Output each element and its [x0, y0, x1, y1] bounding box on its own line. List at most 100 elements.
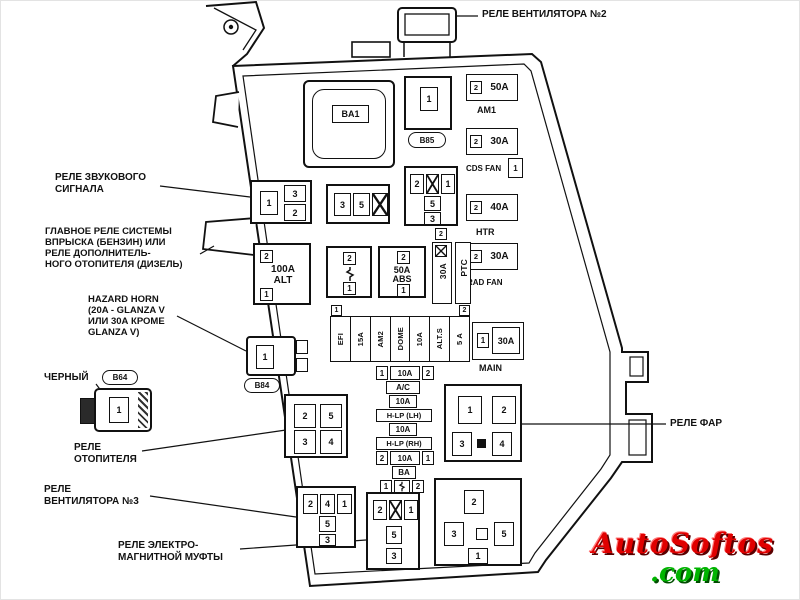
relay-horn: 1 3 2 [250, 180, 312, 224]
crossed-terminal-icon [426, 174, 439, 194]
relay-pin: 2 [284, 204, 306, 221]
relay-pin: 3 [284, 185, 306, 202]
pin-cell: 2 [470, 201, 482, 214]
hazard-connector-tab [296, 340, 308, 354]
fuse-am1-50a: 2 50A [466, 74, 518, 101]
fuse-slot-label: 5 A [455, 333, 465, 345]
relay-bottom-right: 2 3 5 1 [434, 478, 522, 566]
relay-pin: 2 [294, 404, 316, 428]
relay-pin: 3 [424, 212, 441, 225]
hazard-connector-tab [296, 358, 308, 372]
relay-hazard-horn: 1 [246, 336, 296, 376]
relay-pin: 3 [319, 534, 336, 546]
fuse-amp: 30A [492, 327, 520, 354]
pin-cell: 2 [470, 81, 482, 94]
fuse-slot-label: DOME [395, 327, 405, 351]
fuse-slot: 5 A [450, 317, 470, 361]
fuse-alt-100a: 2 100A ALT 1 [253, 243, 311, 305]
callout-fan2-label: РЕЛЕ ВЕНТИЛЯТОРА №2 [482, 9, 607, 20]
mounting-bracket [205, 0, 266, 67]
relay-headlamp: 1 2 3 4 [444, 384, 522, 462]
fuse-amp: 10A [389, 395, 417, 408]
relay-top: 1 [404, 76, 452, 130]
fuse-slot-label: 10A [415, 331, 425, 347]
fuse-amp: 10A [390, 451, 420, 465]
fuse-slot-label: ALT.S [435, 328, 445, 350]
fuse-amp: 10A [390, 366, 420, 380]
callout-line-heater [141, 429, 287, 452]
pin-cell: 1 [508, 158, 523, 178]
callout-line-hazard [176, 315, 247, 352]
fuse-abs-50a: 2 50A ABS 1 [378, 246, 426, 298]
relay-pin: 4 [320, 430, 342, 454]
fuse-amp: 100A [271, 264, 295, 275]
pin-cell: 2 [376, 451, 388, 465]
relay-pin: 5 [353, 193, 370, 216]
relay-injection: 3 5 [326, 184, 390, 224]
relay-pin: 1 [256, 345, 274, 369]
fuse-amp: 50A [393, 265, 411, 275]
fuse-name: A/C [386, 381, 420, 394]
relay-pin: 4 [320, 494, 335, 514]
relay-ba1-inner [312, 89, 386, 159]
pin-cell: 2 [343, 252, 356, 265]
fuse-slot: ALT.S [430, 317, 451, 361]
callout-horn-label: РЕЛЕ ЗВУКОВОГО СИГНАЛА [55, 172, 147, 195]
crossed-terminal-icon [435, 245, 447, 257]
relay-clutch: 2 1 5 3 [366, 492, 420, 570]
fuse-slot: 10A [410, 317, 431, 361]
fuse-ptc-label: PTC [455, 242, 471, 304]
black-connector: 1 [80, 386, 152, 434]
relay-pin: 3 [452, 432, 472, 456]
pin-cell: 2 [470, 250, 482, 263]
fuse-name: H-LP (RH) [376, 437, 432, 450]
top-connector [351, 7, 457, 58]
relay-pin: 5 [319, 516, 336, 532]
callout-line-injection [199, 245, 215, 255]
relay-center-terminal [476, 528, 488, 540]
fuse-main: 1 30A [472, 322, 524, 360]
relay-fan3: 2 4 1 5 3 [296, 486, 356, 548]
pin-cell: 2 [422, 366, 434, 380]
pin-cell: 1 [397, 284, 410, 297]
relay-pin: 3 [334, 193, 351, 216]
black-connector-pin: 1 [109, 397, 129, 423]
fuse-name: ALT [273, 275, 293, 286]
fuse-amp: 30A [490, 136, 509, 147]
fuse-amp: 10A [389, 423, 417, 436]
relay-pin: 1 [441, 174, 455, 194]
fuse-ptc-30a: 30A [432, 242, 452, 304]
relay-pin: 5 [494, 522, 514, 546]
fuse-30a-1: 2 30A [466, 128, 518, 155]
fuse-amp: 50A [490, 82, 509, 93]
fuse-label-main: MAIN [479, 363, 502, 373]
callout-heater-label: РЕЛЕ ОТОПИТЕЛЯ [74, 442, 137, 465]
relay-pin: 1 [260, 191, 278, 215]
pin-cell: 1 [376, 366, 388, 380]
relay-pin: 1 [458, 396, 482, 424]
fuse-label-htr: HTR [476, 227, 495, 237]
relay-pin: 2 [410, 174, 424, 194]
relay-pin: 3 [444, 522, 464, 546]
fuse-slot: DOME [390, 317, 411, 361]
callout-line-fan3 [149, 495, 297, 518]
fuse-label-radfan: RAD FAN [467, 278, 503, 287]
relay-pin: 1 [337, 494, 352, 514]
callout-headlamp-label: РЕЛЕ ФАР [670, 418, 722, 429]
relay-heater: 2 5 3 4 [284, 394, 348, 458]
relay-pin: 5 [424, 196, 441, 211]
callout-hazard-label: HAZARD HORN (20A - GLANZA V ИЛИ 30А КРОМ… [88, 294, 165, 338]
watermark-name: AutoSoftos [592, 527, 775, 560]
relay-pin: 4 [492, 432, 512, 456]
pin-cell: 2 [459, 305, 470, 316]
relay-b85-block: 2 1 5 3 [404, 166, 458, 226]
fuse-name: ABS [392, 274, 412, 284]
badge-b85: B85 [408, 132, 446, 148]
relay-pin: 1 [468, 548, 488, 564]
relay-pin: 2 [492, 396, 516, 424]
fuse-30a-2: 2 30A [466, 243, 518, 270]
fuse-name: PTC [459, 259, 469, 277]
relay-pin: 3 [386, 548, 402, 564]
fuse-slot: AM2 [370, 317, 391, 361]
pin-cell: 2 [397, 251, 410, 264]
